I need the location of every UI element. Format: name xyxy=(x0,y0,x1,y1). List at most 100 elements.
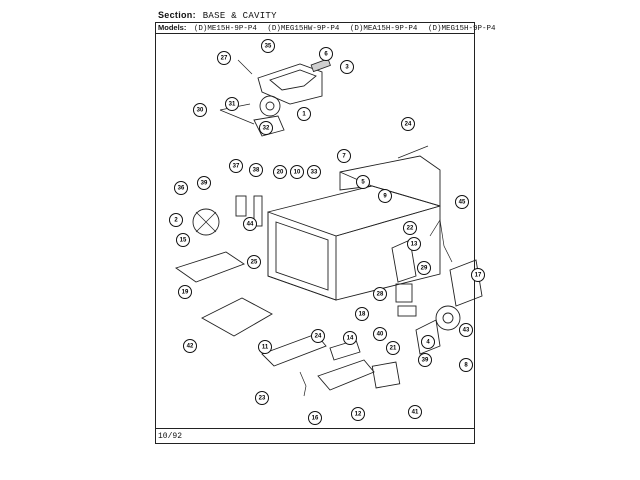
model-number: (D)MEA15H-9P-P4 xyxy=(349,25,418,33)
callout-circle xyxy=(340,60,354,74)
callout-number: 8 xyxy=(464,363,468,369)
callout-number: 10 xyxy=(294,170,301,176)
callout-circle xyxy=(343,331,357,345)
callout-21: 21 xyxy=(386,341,400,355)
callout-35: 35 xyxy=(261,39,275,53)
callout-39: 39 xyxy=(197,176,211,190)
callout-circle xyxy=(261,39,275,53)
callout-number: 13 xyxy=(411,242,418,248)
callout-22: 22 xyxy=(403,221,417,235)
callout-number: 14 xyxy=(347,336,354,342)
callout-36: 36 xyxy=(174,181,188,195)
callout-39: 39 xyxy=(418,353,432,367)
callout-circle xyxy=(403,221,417,235)
diagram-frame xyxy=(155,22,475,444)
callout-number: 2 xyxy=(174,218,178,224)
callout-number: 23 xyxy=(259,396,266,402)
callout-28: 28 xyxy=(373,287,387,301)
callout-circle xyxy=(193,103,207,117)
callout-circle xyxy=(259,121,273,135)
callout-40: 40 xyxy=(373,327,387,341)
callout-circle xyxy=(297,107,311,121)
oven-cavity xyxy=(267,155,441,301)
callout-circle xyxy=(255,391,269,405)
callout-number: 30 xyxy=(197,108,204,114)
callout-circle xyxy=(183,339,197,353)
callout-circle xyxy=(459,323,473,337)
callout-number: 39 xyxy=(201,181,208,187)
callout-number: 18 xyxy=(359,312,366,318)
callout-24: 24 xyxy=(401,117,415,131)
callout-number: 15 xyxy=(180,238,187,244)
callout-circle xyxy=(418,353,432,367)
callout-37: 37 xyxy=(229,159,243,173)
callout-circle xyxy=(176,233,190,247)
callout-30: 30 xyxy=(193,103,207,117)
callout-circle xyxy=(356,175,370,189)
header-divider xyxy=(155,33,475,34)
callout-18: 18 xyxy=(355,307,369,321)
callout-circle xyxy=(178,285,192,299)
callout-number: 31 xyxy=(229,102,236,108)
callout-circle xyxy=(455,195,469,209)
section-label: Section: xyxy=(158,10,196,20)
callout-circle xyxy=(247,255,261,269)
callout-circle xyxy=(311,329,325,343)
callout-circle xyxy=(355,307,369,321)
callout-14: 14 xyxy=(343,331,357,345)
callout-number: 44 xyxy=(247,222,254,228)
callout-38: 38 xyxy=(249,163,263,177)
callout-5: 5 xyxy=(356,175,370,189)
callout-circle xyxy=(273,165,287,179)
callout-42: 42 xyxy=(183,339,197,353)
base-tray xyxy=(174,251,273,337)
callout-circle xyxy=(249,163,263,177)
callout-number: 33 xyxy=(311,170,318,176)
callout-number: 45 xyxy=(459,200,466,206)
callout-number: 36 xyxy=(178,186,185,192)
callout-33: 33 xyxy=(307,165,321,179)
callout-9: 9 xyxy=(378,189,392,203)
callout-41: 41 xyxy=(408,405,422,419)
callout-10: 10 xyxy=(290,165,304,179)
callout-31: 31 xyxy=(225,97,239,111)
callout-number: 6 xyxy=(324,52,328,58)
callout-29: 29 xyxy=(417,261,431,275)
callout-45: 45 xyxy=(455,195,469,209)
lower-brackets xyxy=(261,333,401,397)
callout-circle xyxy=(471,268,485,282)
callout-circle xyxy=(408,405,422,419)
callout-32: 32 xyxy=(259,121,273,135)
callout-number: 24 xyxy=(405,122,412,128)
callout-25: 25 xyxy=(247,255,261,269)
callout-number: 17 xyxy=(475,273,482,279)
callout-number: 11 xyxy=(262,345,269,351)
model-number: (D)MEG15H-9P-P4 xyxy=(427,25,496,33)
callout-circle xyxy=(351,407,365,421)
callout-12: 12 xyxy=(351,407,365,421)
callout-number: 41 xyxy=(412,410,419,416)
callout-circle xyxy=(373,287,387,301)
callout-43: 43 xyxy=(459,323,473,337)
right-components xyxy=(391,219,483,355)
callout-circle xyxy=(407,237,421,251)
callout-circle xyxy=(386,341,400,355)
callout-circle xyxy=(401,117,415,131)
callout-number: 3 xyxy=(345,65,349,71)
callout-circle xyxy=(243,217,257,231)
models-label: Models: xyxy=(158,23,187,32)
callout-circle xyxy=(319,47,333,61)
callout-number: 37 xyxy=(233,164,240,170)
callout-circle xyxy=(378,189,392,203)
callout-circle xyxy=(225,97,239,111)
callout-number: 9 xyxy=(383,194,387,200)
callout-23: 23 xyxy=(255,391,269,405)
callout-circle xyxy=(290,165,304,179)
callout-7: 7 xyxy=(337,149,351,163)
callout-44: 44 xyxy=(243,217,257,231)
callout-number: 22 xyxy=(407,226,414,232)
callout-number: 29 xyxy=(421,266,428,272)
callout-circle xyxy=(197,176,211,190)
